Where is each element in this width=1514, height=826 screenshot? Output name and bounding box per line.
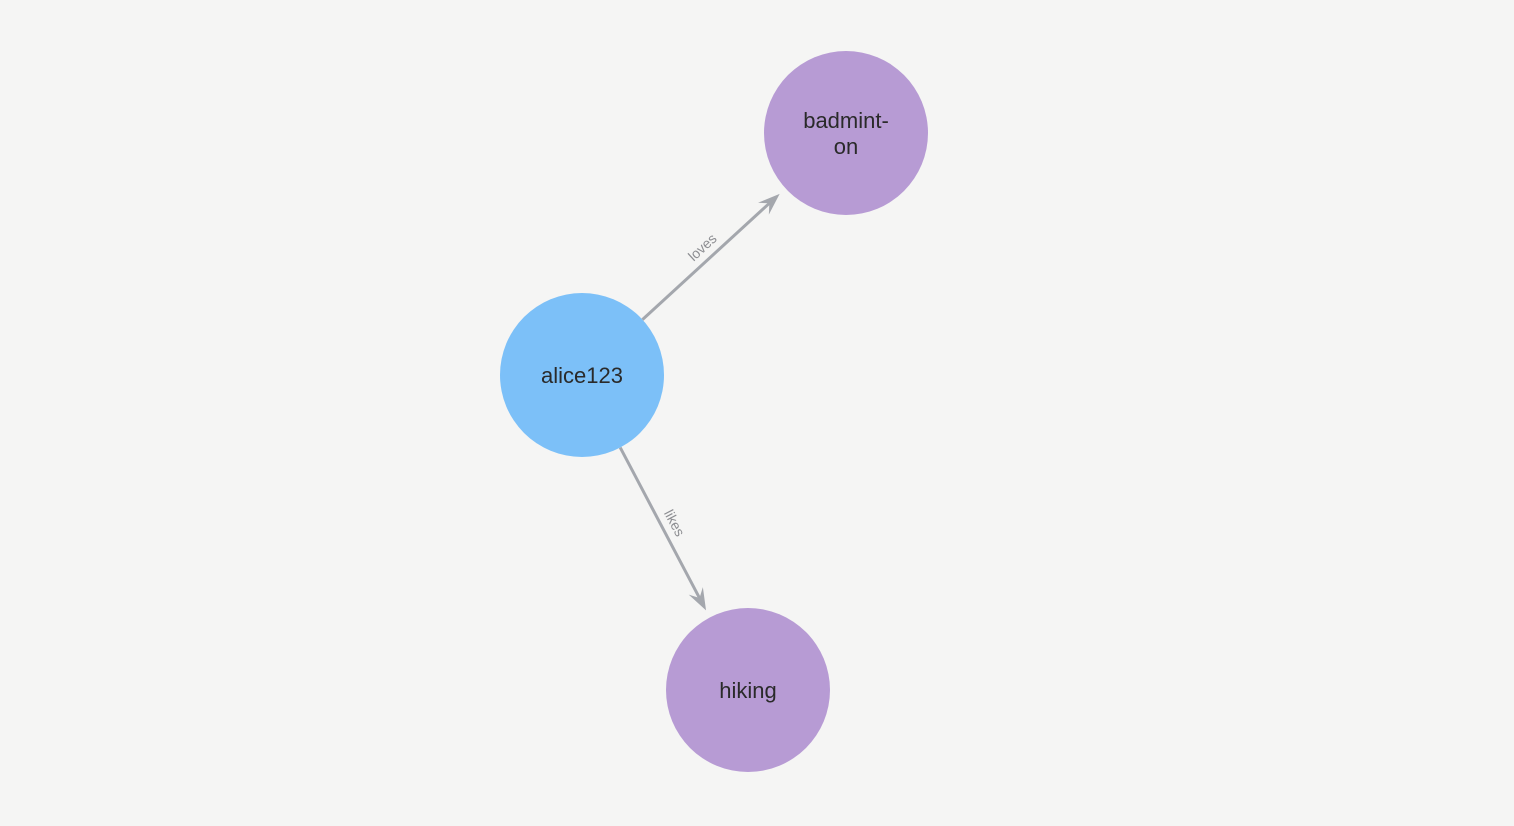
edge-loves: loves <box>641 193 780 321</box>
edge-line[interactable] <box>618 446 702 601</box>
node-label: badmint-on <box>803 108 889 159</box>
node-alice123: alice123 <box>500 293 664 457</box>
edge-arrowhead-icon <box>688 587 707 611</box>
node-circle[interactable] <box>500 293 664 457</box>
node-hiking: hiking <box>666 608 830 772</box>
edge-label[interactable]: loves <box>685 230 720 264</box>
node-badminton: badmint-on <box>764 51 928 215</box>
edge-line[interactable] <box>641 200 772 321</box>
node-circle[interactable] <box>666 608 830 772</box>
edge-arrowhead-icon <box>758 193 780 215</box>
node-label: alice123 <box>541 363 623 388</box>
edge-likes: likes <box>618 446 707 611</box>
node-label: hiking <box>719 678 776 703</box>
node-circle[interactable] <box>764 51 928 215</box>
